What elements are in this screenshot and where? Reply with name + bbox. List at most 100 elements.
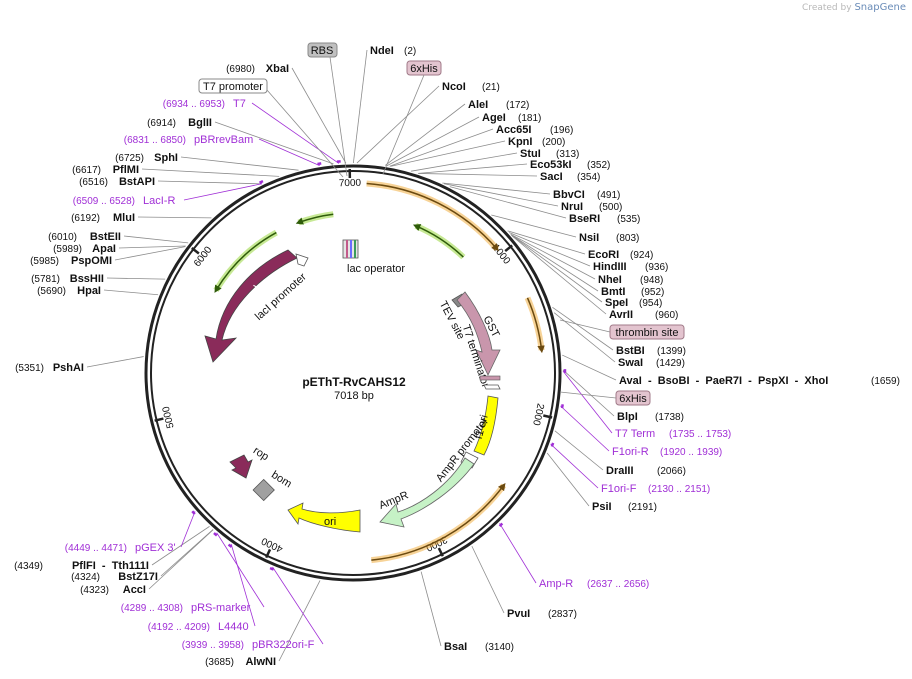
restriction-site-label: ApaI(5989) [53,243,116,255]
primer-position: (2637 .. 2656) [587,579,649,590]
primer-label: pBR322ori-F(3939 .. 3958) [182,639,315,651]
ori-label: ori [324,516,336,528]
site-position: (6725) [115,153,144,164]
restriction-site-label: KpnI(200) [508,136,565,148]
tick-4000 [265,548,272,559]
boxed-label-leaders [266,56,617,399]
primer-name: pBR322ori-F [252,639,315,651]
restriction-site-label: NheI(948) [598,274,663,286]
orange-feature-arrow [371,482,506,561]
leader-line [118,245,186,249]
laci-feature-arrow [204,249,298,363]
restriction-site-label: BglII(6914) [147,117,212,129]
his-tag-label-top: 6xHis [410,63,438,75]
tick-2000 [543,414,553,419]
restriction-site-label: StuI(313) [520,148,579,160]
site-position: (5781) [31,274,60,285]
snapgene-credit: Created by SnapGene [802,2,906,13]
tick-label-4000: 4000 [260,535,285,555]
site-name: NheI [598,274,622,286]
site-position: (952) [641,287,664,298]
restriction-site-label: BstEII(6010) [48,231,121,243]
leader-line [510,234,599,292]
leader-line [442,182,551,195]
site-name: MluI [113,212,135,224]
leader-line [214,121,334,165]
primer-position: (6831 .. 6850) [124,135,186,146]
site-position: (936) [645,262,668,273]
restriction-site-label: PflFI - Tth111I(4349) [14,560,149,572]
primer-label: LacI-R(6509 .. 6528) [73,195,176,207]
site-name: PspOMI [71,255,112,267]
leader-line [553,312,616,363]
site-name: BssHII [70,273,104,285]
site-name: Eco53kI [530,159,572,171]
orange-feature-arrows [366,180,545,564]
leader-line [389,128,494,167]
primer-binding-mark [560,404,564,409]
leader-line [278,580,321,662]
leader-line [160,529,214,577]
restriction-site-label: PflMI(6617) [72,164,139,176]
orange-feature-arrow [366,182,499,252]
restriction-site-label: PsiI (2191) [592,501,657,513]
gst-feature-arrow [456,291,501,376]
leader-line [216,532,265,608]
site-position: (803) [616,233,639,244]
restriction-site-label: HindIII(936) [593,261,668,273]
site-name: BstZ17I [118,571,158,583]
restriction-site-label: Acc65I(196) [496,124,573,136]
green-feature-arrows [213,211,466,293]
site-position: (6516) [79,177,108,188]
site-position: (354) [577,172,600,183]
site-name: BbvCI [553,189,585,201]
leader-line [418,163,528,174]
primer-label: T7 Term(1735 .. 1753) [615,428,731,440]
site-name: AgeI [482,112,506,124]
tick-label-5000: 5000 [161,405,177,430]
his-tag-label-right: 6xHis [619,393,647,405]
site-name: PsiI [592,501,612,513]
site-name: BmtI [601,286,625,298]
site-name: NcoI [442,81,466,93]
site-position: (1659) [871,376,900,387]
leader-line [86,356,144,368]
his-tag-box-right: 6xHis [615,390,651,406]
site-name: SphI [154,152,178,164]
site-labels: NdeI(2)NcoI(21)AleI(172)AgeI(181)Acc65I(… [14,45,900,668]
leader-line [562,370,613,434]
site-position: (2066) [657,466,686,477]
tick-6000 [190,247,200,255]
restriction-site-label: BssHII (5781) [31,273,104,285]
primer-position: (1735 .. 1753) [669,429,731,440]
site-position: (2) [404,46,416,57]
leader-line [562,369,615,417]
leader-line [251,102,340,164]
restriction-site-label: PvuI(2837) [507,608,577,620]
primer-name: pBRrevBam [194,134,253,146]
leader-line [491,214,577,238]
restriction-site-label: SwaI(1429) [618,357,685,369]
restriction-site-label: BbvCI(491) [553,189,620,201]
site-name: SpeI [605,297,628,309]
restriction-site-label: BstZ17I(4324) [71,571,158,583]
rop-feature-arrow [229,454,253,479]
restriction-site-label: AvrII(960) [609,309,678,321]
f1-ori-arrow [473,395,499,456]
snapgene-logo: SnapGene [854,2,906,13]
site-name: AvaI - BsoBI - PaeR7I - PspXI - XhoI [619,375,828,387]
restriction-site-label: AccI(4323) [80,584,146,596]
primer-label: pBRrevBam (6831 .. 6850) [124,134,254,146]
primer-label: Amp-R(2637 .. 2656) [539,578,649,590]
restriction-site-label: MluI(6192) [71,212,135,224]
site-position: (172) [506,100,529,111]
plasmid-name: pEThT-RvCAHS12 [302,375,406,389]
laci-promoter-arrow [295,253,309,267]
site-position: (2191) [628,502,657,513]
site-name: BlpI [617,411,638,423]
site-name: NruI [561,201,583,213]
site-name: AleI [468,99,488,111]
restriction-site-label: NdeI(2) [370,45,416,57]
leader-line [508,232,591,267]
